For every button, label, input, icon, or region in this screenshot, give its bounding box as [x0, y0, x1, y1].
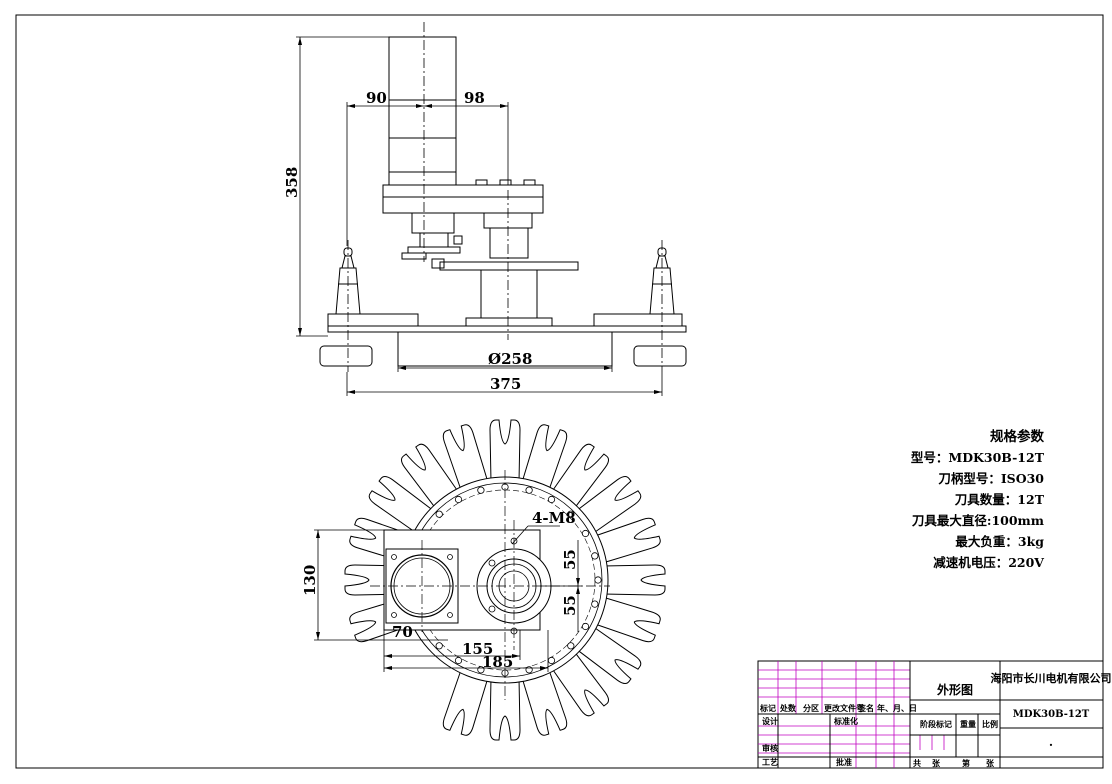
dim-130: 130	[301, 565, 319, 596]
ring-hole	[567, 642, 575, 650]
label-standardize: 标准化	[833, 716, 858, 726]
label-weight: 重量	[960, 719, 976, 729]
spec-model: 型号：MDK30B-12T	[911, 450, 1045, 465]
dim-155: 155	[462, 640, 493, 658]
ring-hole	[567, 510, 575, 518]
rev-header-count: 处数	[779, 703, 797, 713]
dim-4-m8: 4-M8	[532, 509, 576, 527]
tool-fork	[550, 650, 609, 717]
front-centerlines	[347, 22, 663, 372]
company-name: 海阳市长川电机有限公司	[991, 671, 1112, 685]
label-page: 第	[962, 758, 970, 768]
label-total: 共	[913, 758, 921, 768]
ring-hole	[591, 552, 599, 560]
tool-fork	[593, 596, 661, 643]
tool-fork	[401, 443, 460, 510]
front-view	[319, 36, 687, 367]
tool-fork	[442, 424, 489, 492]
label-design: 设计	[762, 716, 778, 726]
tool-fork	[550, 443, 609, 510]
ring-hole	[594, 576, 602, 584]
sheet-border	[15, 14, 1104, 769]
dim-185: 185	[482, 653, 513, 671]
rev-header-sign: 签名	[857, 703, 874, 713]
tool-fork	[575, 625, 642, 684]
spec-tool-shank: 刀柄型号：ISO30	[938, 471, 1044, 486]
front-dimensions	[296, 36, 663, 396]
ring-hole	[581, 529, 590, 538]
tool-fork	[521, 424, 568, 492]
rev-header-mark: 标记	[759, 703, 776, 713]
ring-hole	[435, 510, 443, 518]
tool-fork	[575, 476, 642, 535]
specifications: 规格参数 型号：MDK30B-12T 刀柄型号：ISO30 刀具数量：12T 刀…	[911, 428, 1045, 570]
dim-90: 90	[366, 89, 387, 107]
title-dot: .	[1049, 735, 1053, 749]
tool-fork	[349, 517, 417, 564]
dim-98: 98	[464, 89, 485, 107]
dim-diameter-258: Ø258	[488, 350, 532, 368]
tool-fork	[593, 517, 661, 564]
ring-hole	[581, 622, 590, 631]
ring-hole	[435, 642, 443, 650]
tool-forks	[344, 419, 666, 741]
tool-fork	[602, 564, 666, 596]
top-view	[314, 419, 666, 741]
ring-hole	[477, 486, 485, 494]
ring-hole	[591, 600, 599, 608]
ring-hole	[547, 495, 556, 504]
spec-title: 规格参数	[990, 428, 1044, 445]
ring-hole	[454, 495, 463, 504]
rev-header-date: 年、月、日	[877, 703, 917, 713]
spec-max-load: 最大负重：3kg	[955, 534, 1044, 549]
dim-55-upper: 55	[561, 549, 579, 570]
label-scale: 比例	[982, 719, 998, 729]
front-dim-arrows	[298, 37, 662, 394]
tool-fork	[489, 677, 521, 741]
ring-hole	[525, 666, 533, 674]
dim-358: 358	[283, 167, 301, 198]
dim-375: 375	[490, 375, 521, 393]
rev-header-zone: 分区	[803, 703, 819, 713]
tool-fork	[521, 668, 568, 736]
tool-fork	[368, 476, 435, 535]
label-process: 工艺	[762, 757, 778, 767]
model-number: MDK30B-12T	[1013, 709, 1090, 720]
ring-hole	[525, 486, 533, 494]
spec-tool-count: 刀具数量：12T	[955, 492, 1045, 507]
dim-55-lower: 55	[561, 595, 579, 616]
drawing-name: 外形图	[937, 682, 973, 697]
label-sheets-2: 张	[986, 758, 995, 768]
tool-fork	[344, 564, 408, 596]
tool-fork	[489, 419, 521, 483]
spec-max-diameter: 刀具最大直径:100mm	[912, 513, 1044, 528]
ring-hole	[547, 656, 556, 665]
ring-hole	[454, 656, 463, 665]
label-stage-mark: 阶段标记	[920, 719, 952, 729]
rev-header-doc: 更改文件号	[824, 703, 864, 713]
title-block: 标记 处数 分区 更改文件号 签名 年、月、日 设计 标准化 审核 工艺 批准 …	[757, 660, 1112, 769]
dim-70: 70	[392, 623, 413, 641]
spec-voltage: 减速机电压：220V	[933, 555, 1044, 570]
tool-fork	[442, 668, 489, 736]
label-review: 审核	[762, 743, 778, 753]
label-sheets-1: 张	[932, 758, 941, 768]
tool-fork	[349, 596, 417, 643]
label-approve: 批准	[836, 757, 852, 767]
